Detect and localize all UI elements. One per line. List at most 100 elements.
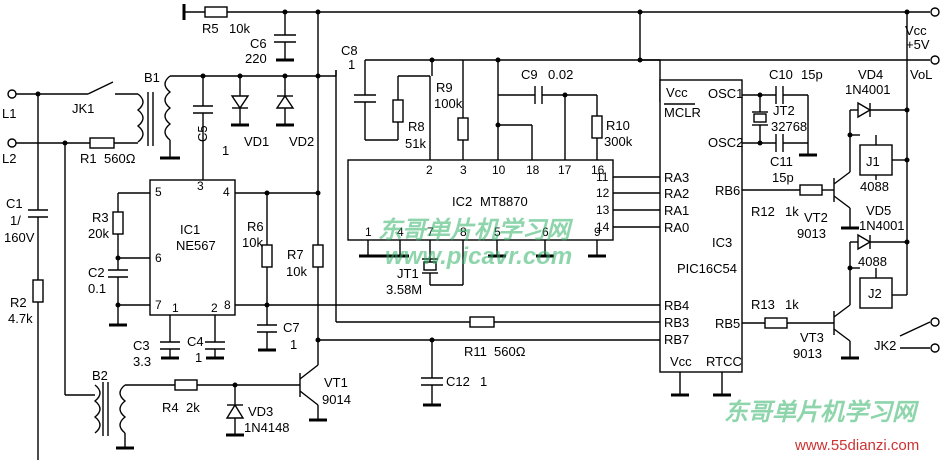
ic2-pin17: 17 bbox=[558, 163, 572, 177]
c12-value: 1 bbox=[480, 374, 487, 389]
ic2-pin10: 10 bbox=[492, 163, 506, 177]
c10-label: C10 bbox=[769, 67, 793, 82]
ic2-pin14: 14 bbox=[596, 220, 610, 234]
j2-label: J2 bbox=[868, 286, 882, 301]
ic3-type: PIC16C54 bbox=[677, 261, 737, 276]
ic3-ra2-pin: RA2 bbox=[664, 186, 689, 201]
ic1-pin6: 6 bbox=[155, 251, 162, 265]
ic2-pin11: 11 bbox=[596, 170, 609, 184]
vt3-value: 9013 bbox=[793, 346, 822, 361]
b2-label: B2 bbox=[92, 368, 108, 383]
ic2-label: IC2 bbox=[452, 194, 472, 209]
c4-value: 1 bbox=[195, 350, 202, 365]
ic2-pin2: 2 bbox=[426, 163, 433, 177]
vt2-label: VT2 bbox=[804, 210, 828, 225]
r4-label: R4 bbox=[162, 400, 179, 415]
r7-value: 10k bbox=[286, 264, 307, 279]
ic3-rb4-pin: RB4 bbox=[664, 298, 689, 313]
c12-label: C12 bbox=[446, 374, 470, 389]
ic3-ra0-pin: RA0 bbox=[664, 220, 689, 235]
c10-value: 15p bbox=[801, 67, 823, 82]
b1-label: B1 bbox=[144, 70, 160, 85]
vt1-value: 9014 bbox=[322, 392, 351, 407]
r2-label: R2 bbox=[10, 295, 27, 310]
plus5-label: +5V bbox=[906, 37, 930, 52]
c1-label: C1 bbox=[6, 196, 23, 211]
vd2-label: VD2 bbox=[289, 134, 314, 149]
c2-label: C2 bbox=[88, 265, 105, 280]
c9-label: C9 bbox=[521, 67, 538, 82]
c4-label: C4 bbox=[187, 334, 204, 349]
r5-label: R5 bbox=[202, 21, 219, 36]
ic1-type: NE567 bbox=[176, 238, 216, 253]
ic2-pin18: 18 bbox=[526, 163, 540, 177]
ic2-pin7: 7 bbox=[427, 225, 434, 239]
r9-label: R9 bbox=[436, 80, 453, 95]
vd5-value: 1N4001 bbox=[859, 218, 905, 233]
ic2-pin12: 12 bbox=[596, 186, 610, 200]
c2-value: 0.1 bbox=[88, 281, 106, 296]
watermark-url: www.55dianzi.com bbox=[794, 437, 919, 454]
watermark-text-3: 东哥单片机学习网 bbox=[724, 399, 920, 426]
vt2-value: 9013 bbox=[797, 226, 826, 241]
vol-label: VoL bbox=[910, 67, 932, 82]
ic3-mclr-pin: MCLR bbox=[664, 105, 701, 120]
vd4-label: VD4 bbox=[858, 67, 883, 82]
vd3-value: 1N4148 bbox=[244, 420, 290, 435]
ic2-pin13: 13 bbox=[596, 203, 610, 217]
r13-value: 1k bbox=[785, 297, 799, 312]
vt3-label: VT3 bbox=[800, 330, 824, 345]
watermark-text-2: www.picavr.com bbox=[385, 243, 572, 270]
l1-label: L1 bbox=[2, 106, 16, 121]
ic1-pin1: 1 bbox=[172, 301, 179, 315]
c6-label: C6 bbox=[250, 36, 267, 51]
ic1-pin4: 4 bbox=[223, 185, 230, 199]
ic1-pin8: 8 bbox=[224, 298, 231, 312]
ic3-rb6-pin: RB6 bbox=[715, 183, 740, 198]
c1-value-b: 160V bbox=[4, 230, 35, 245]
ic3-box bbox=[659, 79, 743, 373]
ic2-pin5: 5 bbox=[494, 225, 501, 239]
c7-label: C7 bbox=[283, 320, 300, 335]
j2-value: 4088 bbox=[858, 254, 887, 269]
ic1-box bbox=[149, 179, 236, 316]
ic3-ra3-pin: RA3 bbox=[664, 170, 689, 185]
c7-value: 1 bbox=[290, 337, 297, 352]
r10-label: R10 bbox=[606, 118, 630, 133]
ic2-pin16: 16 bbox=[591, 163, 605, 177]
jt1-value: 3.58M bbox=[386, 282, 422, 297]
r7-label: R7 bbox=[287, 247, 304, 262]
vd4-value: 1N4001 bbox=[845, 82, 891, 97]
c8-label: C8 bbox=[341, 43, 358, 58]
ic2-pin4: 4 bbox=[397, 225, 404, 239]
j1-label: J1 bbox=[866, 154, 880, 169]
c11-value: 15p bbox=[772, 170, 794, 185]
r1-value: 560Ω bbox=[104, 151, 136, 166]
ic3-osc1-pin: OSC1 bbox=[708, 86, 743, 101]
vcc-label: Vcc bbox=[905, 23, 927, 38]
ic3-vcc-bottom-pin: Vcc bbox=[670, 354, 692, 369]
c9-value: 0.02 bbox=[548, 67, 573, 82]
c8-value: 1 bbox=[348, 57, 355, 72]
ic2-pin6: 6 bbox=[542, 225, 549, 239]
ic3-ra1-pin: RA1 bbox=[664, 203, 689, 218]
r11-value: 560Ω bbox=[494, 344, 526, 359]
l2-label: L2 bbox=[2, 151, 16, 166]
ic2-box bbox=[347, 159, 614, 241]
ic3-label: IC3 bbox=[712, 235, 732, 250]
vd3-label: VD3 bbox=[248, 404, 273, 419]
ic3-vcc-pin: Vcc bbox=[666, 85, 688, 100]
r9-value: 100k bbox=[434, 96, 463, 111]
r12-label: R12 bbox=[751, 204, 775, 219]
vd5-label: VD5 bbox=[866, 203, 891, 218]
r3-label: R3 bbox=[92, 210, 109, 225]
ic3-rb5-pin: RB5 bbox=[715, 316, 740, 331]
c6-value: 220 bbox=[245, 51, 267, 66]
ic3-rb3-pin: RB3 bbox=[664, 315, 689, 330]
vt1-label: VT1 bbox=[324, 375, 348, 390]
watermark-text-1: 东哥单片机学习网 bbox=[378, 217, 574, 244]
c11-label: C11 bbox=[770, 154, 793, 169]
c5-label: C5 bbox=[195, 125, 210, 142]
r8-value: 51k bbox=[405, 136, 426, 151]
